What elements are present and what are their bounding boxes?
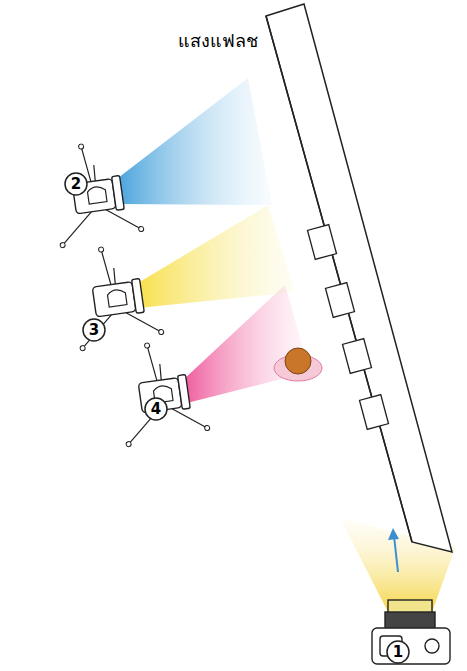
callout-number: 1 (387, 641, 409, 663)
callout-number: 2 (65, 173, 87, 195)
callout-number: 4 (145, 398, 167, 420)
callout-number: 3 (83, 319, 105, 341)
caption-text: แสงแฟลช (178, 26, 258, 55)
